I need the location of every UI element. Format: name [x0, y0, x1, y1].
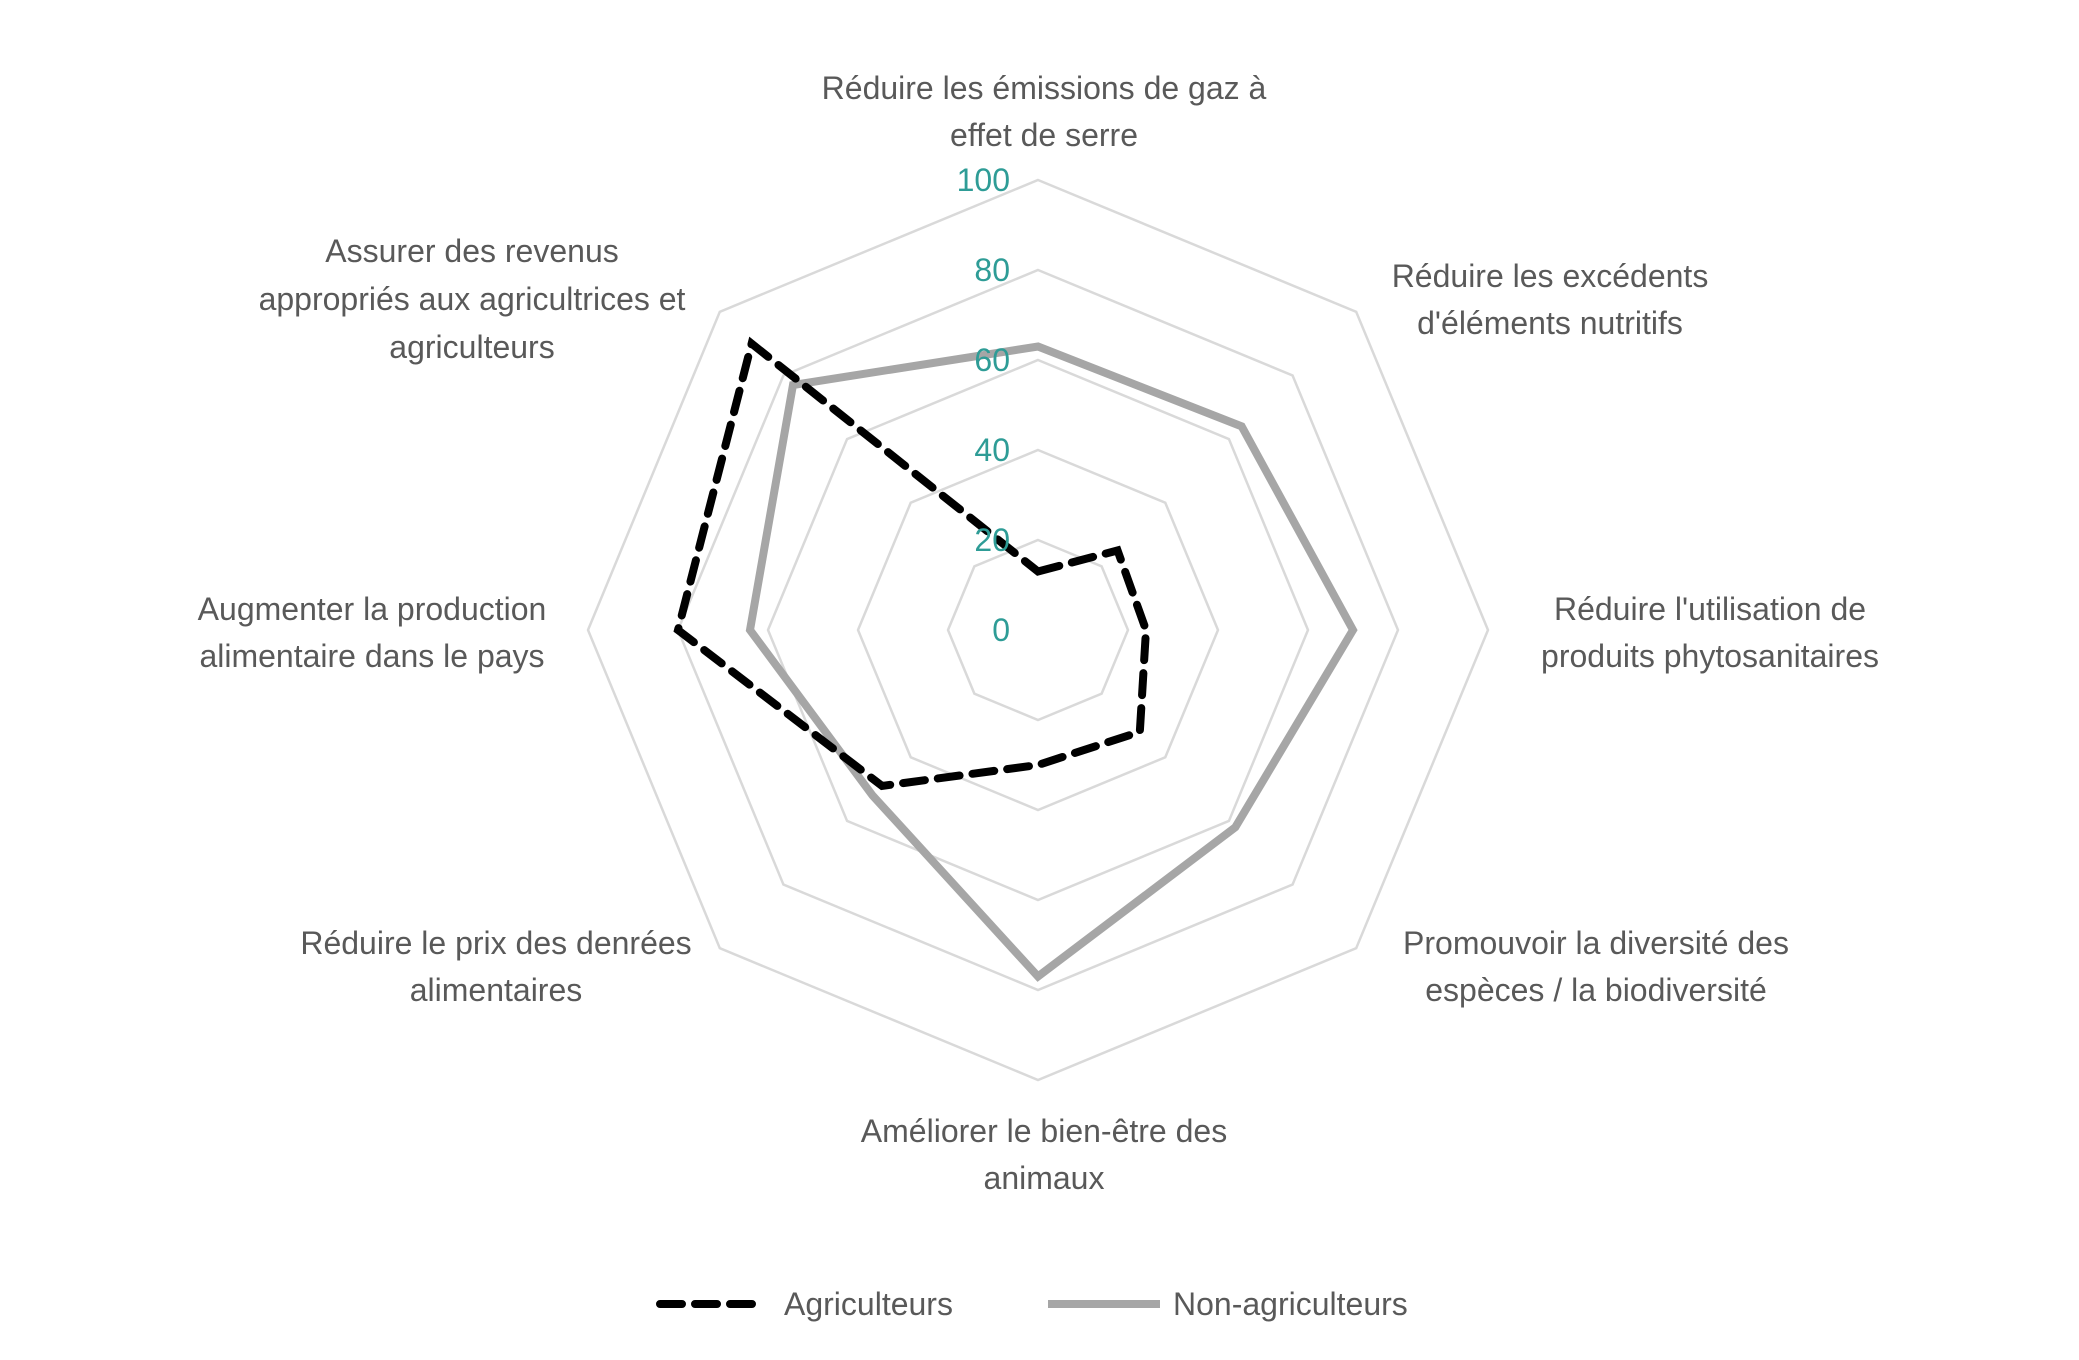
tick-label: 0: [992, 612, 1010, 648]
grid: [586, 178, 1490, 1082]
tick-labels: 0 20 40 60 80 100: [957, 162, 1010, 648]
legend: Agriculteurs Non-agriculteurs: [656, 1286, 1408, 1322]
legend-label-agriculteurs: Agriculteurs: [784, 1286, 953, 1322]
tick-label: 60: [974, 342, 1010, 378]
tick-label: 40: [974, 432, 1010, 468]
grid-ring: [586, 178, 1490, 1082]
grid-ring: [946, 538, 1130, 722]
grid-ring: [766, 358, 1310, 902]
tick-label: 20: [974, 522, 1010, 558]
legend-label-non-agriculteurs: Non-agriculteurs: [1173, 1286, 1408, 1322]
series-layer: [673, 336, 1358, 982]
grid-ring: [856, 448, 1220, 812]
tick-label: 80: [974, 252, 1010, 288]
series-line-non-agriculteurs: [745, 342, 1358, 982]
series-line-agriculteurs: [673, 336, 1151, 791]
grid-ring: [676, 268, 1400, 992]
tick-label: 100: [957, 162, 1010, 198]
